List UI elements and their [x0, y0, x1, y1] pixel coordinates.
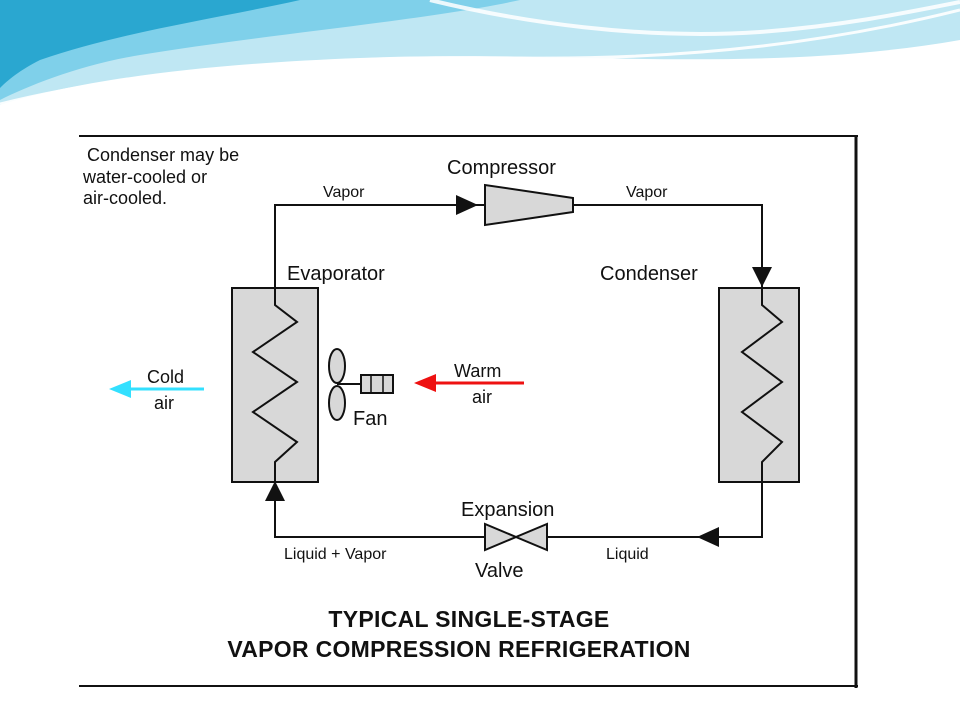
flow-label-vapor-left: Vapor — [323, 184, 365, 201]
flow-arrow-into-condenser — [752, 267, 772, 287]
note-line-3: air-cooled. — [83, 188, 167, 208]
pipe-condenser-to-valve — [547, 482, 763, 538]
cold-air-label-top: Cold — [147, 367, 184, 387]
flow-label-vapor-right: Vapor — [626, 184, 668, 201]
condenser-coil — [740, 288, 784, 482]
condenser-body — [718, 287, 800, 483]
refrigeration-diagram: Condenser may be water-cooled or air-coo… — [79, 135, 859, 688]
flow-arrow-into-evaporator — [265, 481, 285, 501]
note-line-1: Condenser may be — [87, 145, 239, 165]
swoosh-band-dark — [0, 0, 300, 88]
compressor-body — [484, 183, 574, 227]
diagram-title-line-2: VAPOR COMPRESSION REFRIGERATION — [227, 636, 690, 662]
cold-air-arrowhead — [109, 380, 131, 398]
warm-air-label-bottom: air — [472, 387, 492, 407]
evaporator-body — [231, 287, 319, 483]
fan-label: Fan — [353, 408, 387, 430]
valve-label: Valve — [475, 560, 524, 582]
flow-arrow-liquid — [697, 527, 719, 547]
fan-blade-bottom — [328, 385, 346, 421]
expansion-label: Expansion — [461, 499, 554, 521]
pipe-evaporator-to-compressor — [274, 204, 484, 288]
cold-air-label-bottom: air — [154, 393, 174, 413]
compressor-label: Compressor — [447, 157, 556, 179]
note-line-2: water-cooled or — [82, 167, 207, 187]
flow-label-liquid-vapor: Liquid + Vapor — [284, 546, 387, 563]
swoosh-highlight-line — [0, 8, 960, 106]
fan-blade-top — [328, 348, 346, 384]
warm-air-label-top: Warm — [454, 361, 501, 381]
pipe-compressor-to-condenser — [573, 204, 763, 288]
flow-label-liquid: Liquid — [606, 546, 649, 563]
header-swoosh-decoration — [0, 0, 960, 106]
evaporator-coil — [251, 288, 299, 482]
swoosh-highlight-line-2 — [429, 0, 960, 36]
fan-icon — [328, 348, 394, 421]
expansion-valve-right-half — [513, 522, 548, 552]
flow-arrow-into-compressor — [456, 195, 478, 215]
fan-motor — [360, 374, 394, 394]
condenser-label: Condenser — [600, 263, 698, 285]
warm-air-arrowhead — [414, 374, 436, 392]
expansion-valve-left-half — [484, 522, 519, 552]
diagram-title-line-1: TYPICAL SINGLE-STAGE — [328, 606, 609, 632]
evaporator-label: Evaporator — [287, 263, 385, 285]
